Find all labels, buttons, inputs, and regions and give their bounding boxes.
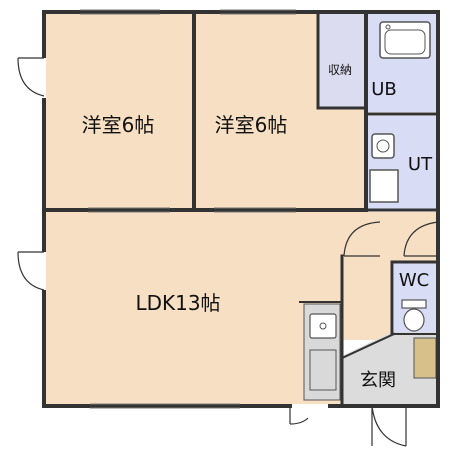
washbasin xyxy=(371,133,395,159)
door-swing-west-upper xyxy=(17,57,45,97)
stove xyxy=(309,349,337,391)
bathtub-drain xyxy=(385,24,391,30)
door-swing-west-lower xyxy=(17,251,45,291)
kitchen-sink-drain xyxy=(319,322,327,330)
shoe-cabinet xyxy=(413,337,437,379)
room-label-bedroom-left: 洋室6帖 xyxy=(82,113,155,137)
doors xyxy=(17,57,439,447)
walls xyxy=(42,10,440,408)
room-labels: 洋室6帖 洋室6帖 収納 UB UT LDK13帖 WC 玄関 xyxy=(82,63,433,391)
door-swing-entrance xyxy=(371,405,407,447)
bedroom-right-floor xyxy=(196,14,318,208)
washer-space xyxy=(369,169,399,203)
ldk-floor xyxy=(46,212,342,404)
entrance-floor xyxy=(342,332,436,404)
room-label-utility: UT xyxy=(408,154,433,175)
washbasin-bowl xyxy=(376,139,390,153)
toilet-bowl xyxy=(403,308,425,332)
room-label-ldk: LDK13帖 xyxy=(135,291,220,315)
bathtub xyxy=(379,21,431,59)
fixtures xyxy=(309,21,431,391)
storage-floor xyxy=(318,14,364,108)
door-swing-hall xyxy=(343,221,381,257)
door-swing-south xyxy=(289,406,309,425)
bathtub-inner xyxy=(384,29,426,55)
room-label-storage: 収納 xyxy=(328,63,352,77)
hall-floor xyxy=(342,212,392,340)
bedroom-right-floor-lower xyxy=(318,108,364,208)
room-label-bedroom-right: 洋室6帖 xyxy=(215,113,288,137)
hall-floor-upper-right xyxy=(392,212,436,262)
room-label-entrance: 玄関 xyxy=(360,370,396,391)
bedroom-left-floor xyxy=(46,14,192,208)
floor-fills xyxy=(46,14,437,404)
door-swing-hall-right xyxy=(403,221,439,257)
kitchen-sink xyxy=(309,313,337,339)
room-label-toilet: WC xyxy=(399,270,429,291)
room-label-unit-bath: UB xyxy=(371,79,397,100)
toilet-tank xyxy=(401,299,427,309)
windows xyxy=(80,9,296,409)
